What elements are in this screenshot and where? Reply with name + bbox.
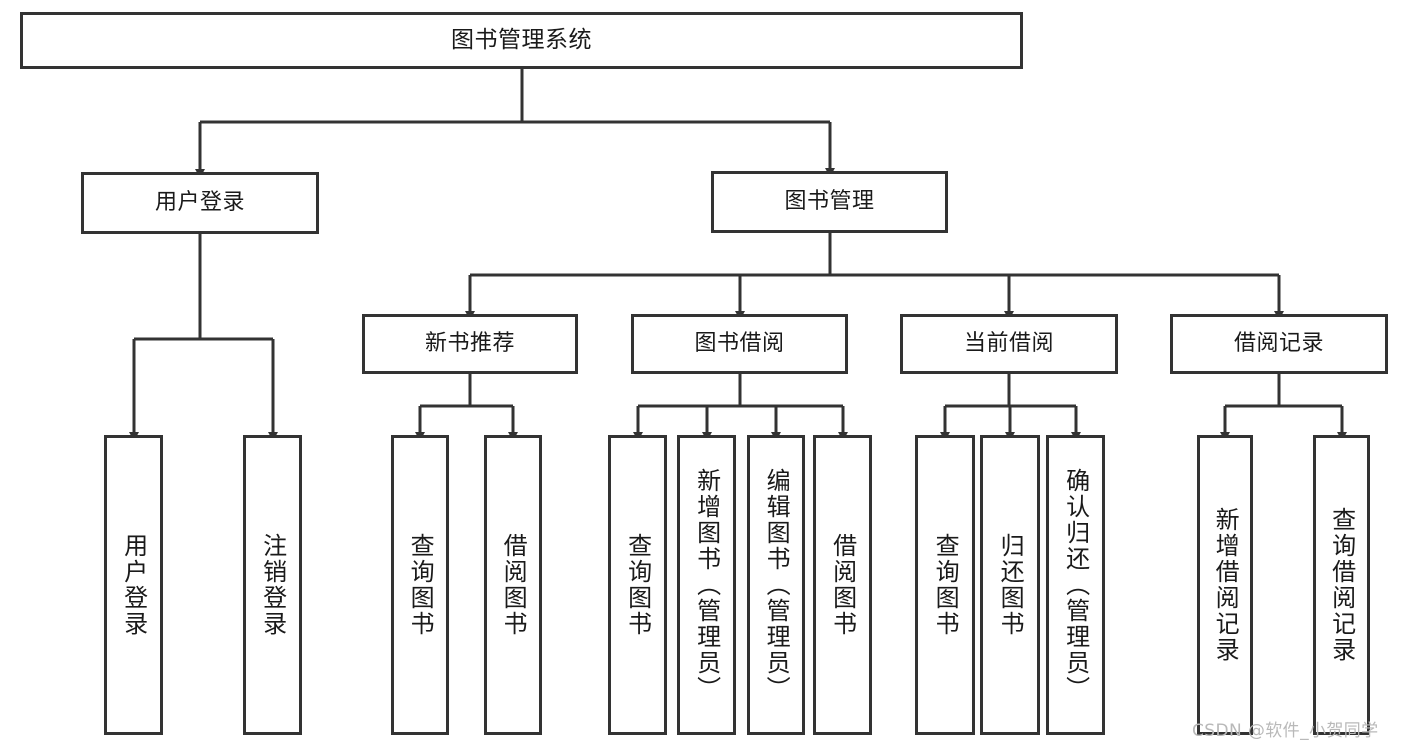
leaf-add-book-label: 新增图书（管理员） xyxy=(692,468,721,702)
node-current-borrow[interactable]: 当前借阅 xyxy=(900,314,1118,374)
edge-group xyxy=(129,69,1347,441)
node-current-borrow-label: 当前借阅 xyxy=(963,331,1054,357)
leaf-user-login[interactable]: 用户登录 xyxy=(104,435,163,735)
leaf-query-book-1[interactable]: 查询图书 xyxy=(391,435,449,735)
leaf-query-borrow-record-label: 查询借阅记录 xyxy=(1327,507,1356,663)
leaf-confirm-return[interactable]: 确认归还（管理员） xyxy=(1046,435,1105,735)
leaf-user-login-label: 用户登录 xyxy=(119,533,148,637)
node-borrow-record-label: 借阅记录 xyxy=(1233,331,1324,357)
leaf-edit-book-label: 编辑图书（管理员） xyxy=(762,468,791,702)
leaf-confirm-return-label: 确认归还（管理员） xyxy=(1061,468,1090,702)
leaf-borrow-book-1[interactable]: 借阅图书 xyxy=(484,435,542,735)
node-new-book-recommend[interactable]: 新书推荐 xyxy=(362,314,578,374)
leaf-return-book[interactable]: 归还图书 xyxy=(980,435,1040,735)
leaf-edit-book[interactable]: 编辑图书（管理员） xyxy=(747,435,805,735)
watermark: CSDN @软件_小贺同学 xyxy=(1192,721,1379,741)
leaf-add-book[interactable]: 新增图书（管理员） xyxy=(677,435,736,735)
node-root[interactable]: 图书管理系统 xyxy=(20,12,1023,69)
node-book-manage[interactable]: 图书管理 xyxy=(711,171,948,233)
node-user-login-label: 用户登录 xyxy=(154,190,245,216)
leaf-logout[interactable]: 注销登录 xyxy=(243,435,302,735)
leaf-query-book-3-label: 查询图书 xyxy=(931,533,960,637)
node-book-borrow[interactable]: 图书借阅 xyxy=(631,314,848,374)
leaf-borrow-book-2[interactable]: 借阅图书 xyxy=(813,435,872,735)
node-root-label: 图书管理系统 xyxy=(451,26,592,53)
node-new-book-recommend-label: 新书推荐 xyxy=(424,331,515,357)
node-user-login[interactable]: 用户登录 xyxy=(81,172,319,234)
node-borrow-record[interactable]: 借阅记录 xyxy=(1170,314,1388,374)
leaf-add-borrow-record-label: 新增借阅记录 xyxy=(1211,507,1240,663)
leaf-query-book-2[interactable]: 查询图书 xyxy=(608,435,667,735)
node-book-borrow-label: 图书借阅 xyxy=(694,331,785,357)
leaf-logout-label: 注销登录 xyxy=(258,533,287,637)
leaf-borrow-book-2-label: 借阅图书 xyxy=(828,533,857,637)
leaf-query-book-2-label: 查询图书 xyxy=(623,533,652,637)
leaf-query-book-3[interactable]: 查询图书 xyxy=(915,435,975,735)
leaf-return-book-label: 归还图书 xyxy=(996,533,1025,637)
leaf-query-borrow-record[interactable]: 查询借阅记录 xyxy=(1313,435,1370,735)
leaf-borrow-book-1-label: 借阅图书 xyxy=(499,533,528,637)
leaf-query-book-1-label: 查询图书 xyxy=(406,533,435,637)
node-book-manage-label: 图书管理 xyxy=(784,189,875,215)
leaf-add-borrow-record[interactable]: 新增借阅记录 xyxy=(1197,435,1253,735)
